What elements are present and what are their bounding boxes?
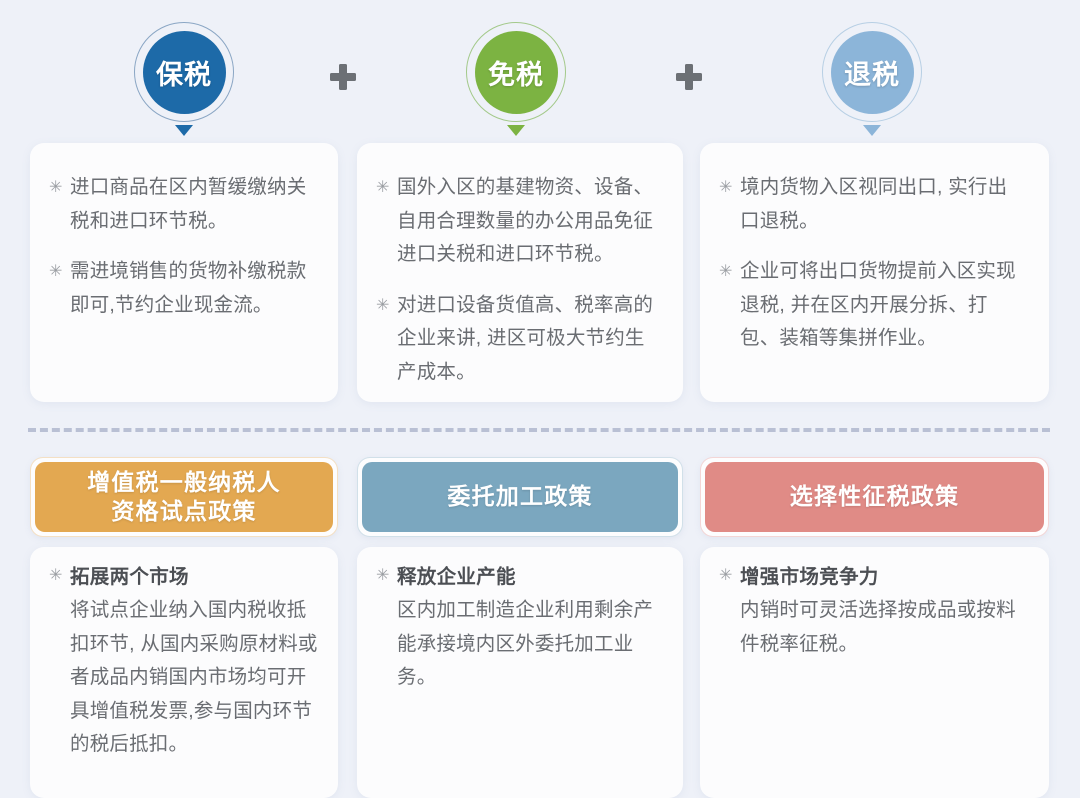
- top-card-tuishui: ✳ 境内货物入区视同出口, 实行出口退税。 ✳ 企业可将出口货物提前入区实现退税…: [700, 143, 1049, 402]
- bottom-card-selective-taxation: ✳ 增强市场竞争力 内销时可灵活选择按成品或按料件税率征税。: [700, 547, 1049, 798]
- policy-pill-label: 委托加工政策: [362, 462, 678, 532]
- list-item-text: 企业可将出口货物提前入区实现退税, 并在区内开展分拆、打包、装箱等集拼作业。: [740, 260, 1016, 350]
- bottom-card-body: 区内加工制造企业利用剩余产能承接境内区外委托加工业务。: [397, 599, 654, 689]
- bottom-card-vat-taxpayer: ✳ 拓展两个市场 将试点企业纳入国内税收抵扣环节, 从国内采购原材料或者成品内销…: [30, 547, 338, 798]
- bottom-card-entrusted-processing: ✳ 释放企业产能 区内加工制造企业利用剩余产能承接境内区外委托加工业务。: [357, 547, 683, 798]
- bullet-asterisk-icon: ✳: [719, 179, 733, 196]
- list-item: ✳ 国外入区的基建物资、设备、自用合理数量的办公用品免征进口关税和进口环节税。: [375, 171, 661, 272]
- badge-row: 保税 免税 退税: [0, 0, 1080, 145]
- bottom-card-heading-text: 释放企业产能: [397, 566, 516, 588]
- bottom-card-heading-text: 拓展两个市场: [70, 566, 189, 588]
- badge-baoshui[interactable]: 保税: [129, 22, 239, 144]
- plus-icon-1: [330, 64, 356, 90]
- badge-ring-baoshui: 保税: [134, 22, 234, 122]
- bottom-card-heading: ✳ 增强市场竞争力: [718, 561, 1029, 594]
- list-item-text: 境内货物入区视同出口, 实行出口退税。: [740, 176, 1008, 232]
- list-item: ✳ 企业可将出口货物提前入区实现退税, 并在区内开展分拆、打包、装箱等集拼作业。: [718, 255, 1027, 356]
- list-item: ✳ 需进境销售的货物补缴税款即可,节约企业现金流。: [48, 255, 316, 322]
- bullet-asterisk-icon: ✳: [376, 567, 390, 584]
- bottom-card-body: 内销时可灵活选择按成品或按料件税率征税。: [740, 599, 1016, 655]
- bullet-asterisk-icon: ✳: [719, 263, 733, 281]
- policy-pill-label: 增值税一般纳税人资格试点政策: [35, 462, 333, 532]
- bullet-asterisk-icon: ✳: [719, 567, 733, 584]
- bottom-card-heading: ✳ 释放企业产能: [375, 561, 663, 594]
- list-item-text: 国外入区的基建物资、设备、自用合理数量的办公用品免征进口关税和进口环节税。: [397, 176, 654, 266]
- bottom-card-heading: ✳ 拓展两个市场: [48, 561, 318, 594]
- list-item: ✳ 境内货物入区视同出口, 实行出口退税。: [718, 171, 1027, 238]
- badge-mianshui[interactable]: 免税: [461, 22, 571, 144]
- badge-arrow-down-icon: [507, 125, 525, 136]
- badge-ring-tuishui: 退税: [822, 22, 922, 122]
- policy-pill-selective-taxation[interactable]: 选择性征税政策: [700, 457, 1049, 537]
- bullet-asterisk-icon: ✳: [49, 263, 63, 281]
- list-item: ✳ 对进口设备货值高、税率高的企业来讲, 进区可极大节约生产成本。: [375, 289, 661, 390]
- list-item-text: 需进境销售的货物补缴税款即可,节约企业现金流。: [70, 260, 307, 316]
- bottom-card-body: 将试点企业纳入国内税收抵扣环节, 从国内采购原材料或者成品内销国内市场均可开具增…: [70, 599, 318, 756]
- list-item-text: 对进口设备货值高、税率高的企业来讲, 进区可极大节约生产成本。: [397, 293, 654, 383]
- policy-pill-label: 选择性征税政策: [705, 462, 1044, 532]
- bullet-asterisk-icon: ✳: [49, 567, 63, 584]
- badge-arrow-down-icon: [863, 125, 881, 136]
- bullet-asterisk-icon: ✳: [376, 296, 390, 314]
- top-card-mianshui: ✳ 国外入区的基建物资、设备、自用合理数量的办公用品免征进口关税和进口环节税。 …: [357, 143, 683, 402]
- bullet-list: ✳ 进口商品在区内暂缓缴纳关税和进口环节税。 ✳ 需进境销售的货物补缴税款即可,…: [30, 143, 338, 322]
- badge-arrow-down-icon: [175, 125, 193, 136]
- bullet-asterisk-icon: ✳: [376, 179, 390, 196]
- policy-pill-vat-taxpayer[interactable]: 增值税一般纳税人资格试点政策: [30, 457, 338, 537]
- plus-icon-2: [676, 64, 702, 90]
- bullet-list: ✳ 境内货物入区视同出口, 实行出口退税。 ✳ 企业可将出口货物提前入区实现退税…: [700, 143, 1049, 356]
- top-card-baoshui: ✳ 进口商品在区内暂缓缴纳关税和进口环节税。 ✳ 需进境销售的货物补缴税款即可,…: [30, 143, 338, 402]
- policy-pill-entrusted-processing[interactable]: 委托加工政策: [357, 457, 683, 537]
- section-divider: [28, 428, 1050, 432]
- bullet-asterisk-icon: ✳: [49, 179, 63, 196]
- badge-core-tuishui: 退税: [830, 30, 914, 114]
- bullet-list: ✳ 国外入区的基建物资、设备、自用合理数量的办公用品免征进口关税和进口环节税。 …: [357, 143, 683, 389]
- badge-tuishui[interactable]: 退税: [817, 22, 927, 144]
- badge-core-baoshui: 保税: [142, 30, 226, 114]
- badge-ring-mianshui: 免税: [466, 22, 566, 122]
- list-item-text: 进口商品在区内暂缓缴纳关税和进口环节税。: [70, 176, 307, 232]
- bottom-card-heading-text: 增强市场竞争力: [740, 566, 879, 588]
- list-item: ✳ 进口商品在区内暂缓缴纳关税和进口环节税。: [48, 171, 316, 238]
- badge-core-mianshui: 免税: [474, 30, 558, 114]
